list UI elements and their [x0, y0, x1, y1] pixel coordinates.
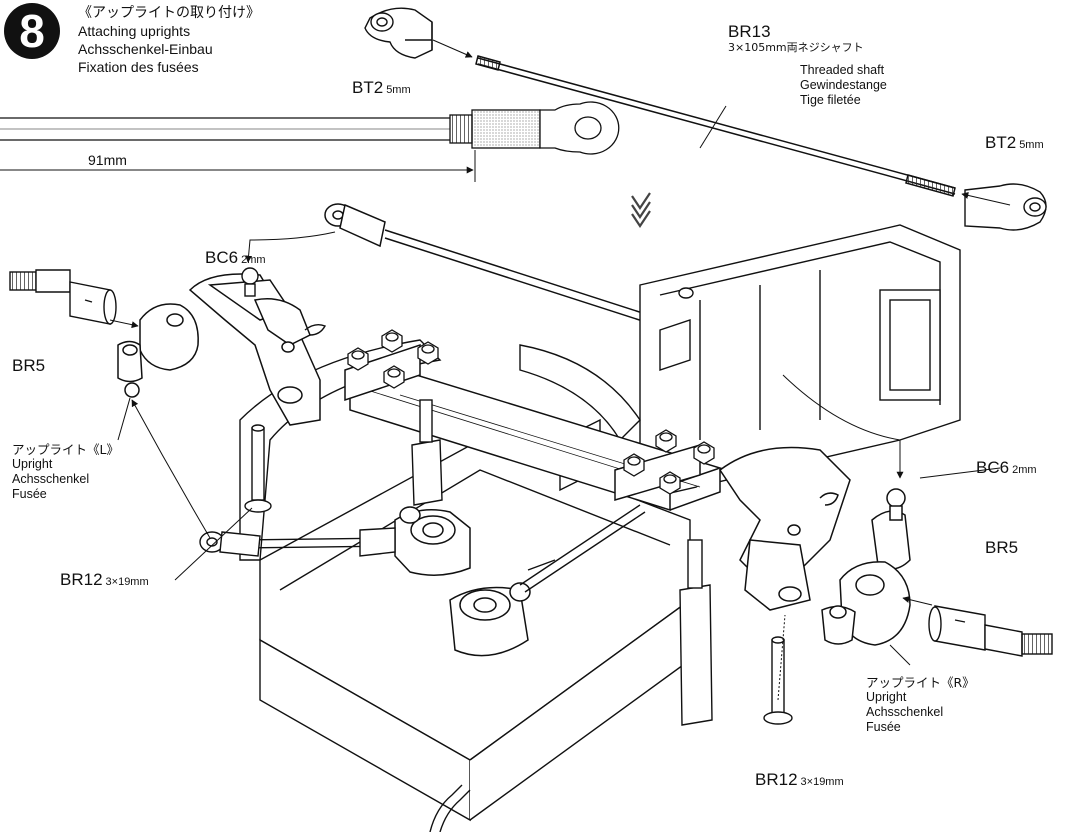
step-title-de: Achsschenkel-Einbau: [78, 41, 213, 57]
upright-left-fr: Fusée: [12, 487, 47, 501]
left-upright-assembly: [117, 273, 321, 426]
br13-de: Gewindestange: [800, 78, 887, 92]
br12-screw-right: [763, 614, 793, 725]
br12-screw-left: [131, 399, 272, 581]
label-br5-right: BR5: [985, 538, 1019, 557]
br13-spec: 3×105mm両ネジシャフト: [728, 40, 864, 54]
leader-lines: [117, 397, 1001, 666]
bc6-right-size: 2mm: [1012, 464, 1037, 476]
label-measure-91mm: 91mm: [88, 152, 127, 168]
linkage-rods: [199, 504, 646, 593]
br12-right-code: BR12: [755, 770, 798, 789]
step-title-fr: Fixation des fusées: [78, 59, 199, 75]
label-upright-right: アップライト《R》 Upright Achsschenkel Fusée: [866, 675, 975, 735]
bt2-ball-end-left: [364, 7, 473, 59]
chassis-frame: [639, 224, 961, 501]
label-upright-left: アップライト《L》 Upright Achsschenkel Fusée: [12, 442, 119, 502]
direction-chevrons: [631, 192, 651, 228]
step-title-en: Attaching uprights: [78, 23, 191, 39]
br5-axle-right: [902, 596, 1053, 657]
br12-left-code: BR12: [60, 570, 103, 589]
shock-absorbers: [411, 399, 713, 726]
upright-left-en: Upright: [12, 457, 53, 471]
label-br13: BR13 3×105mm両ネジシャフト: [728, 22, 864, 54]
br5-axle-left: [9, 269, 139, 329]
measurement-gauge: [0, 101, 620, 182]
br13-threaded-shaft: [475, 55, 956, 197]
servo-saver: [394, 506, 531, 657]
bt2-right-code: BT2: [985, 133, 1017, 152]
right-upright-assembly: [718, 446, 911, 646]
br12-right-size: 3×19mm: [800, 776, 844, 788]
br12-left-size: 3×19mm: [105, 576, 149, 588]
bc6-right-code: BC6: [976, 458, 1010, 477]
upright-right-en: Upright: [866, 690, 907, 704]
upright-left-jp: アップライト《L》: [12, 442, 119, 457]
upright-right-de: Achsschenkel: [866, 705, 944, 719]
bc6-ball-connector-right: [782, 374, 904, 479]
upright-right-jp: アップライト《R》: [866, 675, 975, 690]
bt2-ball-end-right: [961, 183, 1047, 231]
label-br5-left: BR5: [12, 356, 46, 375]
step-title-block: 《アップライトの取り付け》 Attaching uprights Achssch…: [78, 4, 260, 76]
br13-code: BR13: [728, 22, 771, 41]
upright-right-fr: Fusée: [866, 720, 901, 734]
upright-left-de: Achsschenkel: [12, 472, 90, 486]
bc6-left-code: BC6: [205, 248, 239, 267]
bt2-left-size: 5mm: [386, 84, 411, 96]
label-br13-desc: Threaded shaft Gewindestange Tige fileté…: [800, 63, 887, 108]
suspension-frame: [239, 339, 691, 822]
bt2-right-size: 5mm: [1019, 139, 1044, 151]
bc6-left-size: 2mm: [241, 254, 266, 266]
hex-nuts: [347, 329, 715, 495]
cable: [429, 784, 471, 832]
step-title-jp: 《アップライトの取り付け》: [78, 5, 260, 21]
step-number-badge: 8: [4, 3, 60, 59]
br13-fr: Tige filetée: [800, 93, 861, 107]
br13-en: Threaded shaft: [800, 63, 885, 77]
bc6-ball-connector-left: [241, 231, 336, 336]
bt2-left-code: BT2: [352, 78, 384, 97]
